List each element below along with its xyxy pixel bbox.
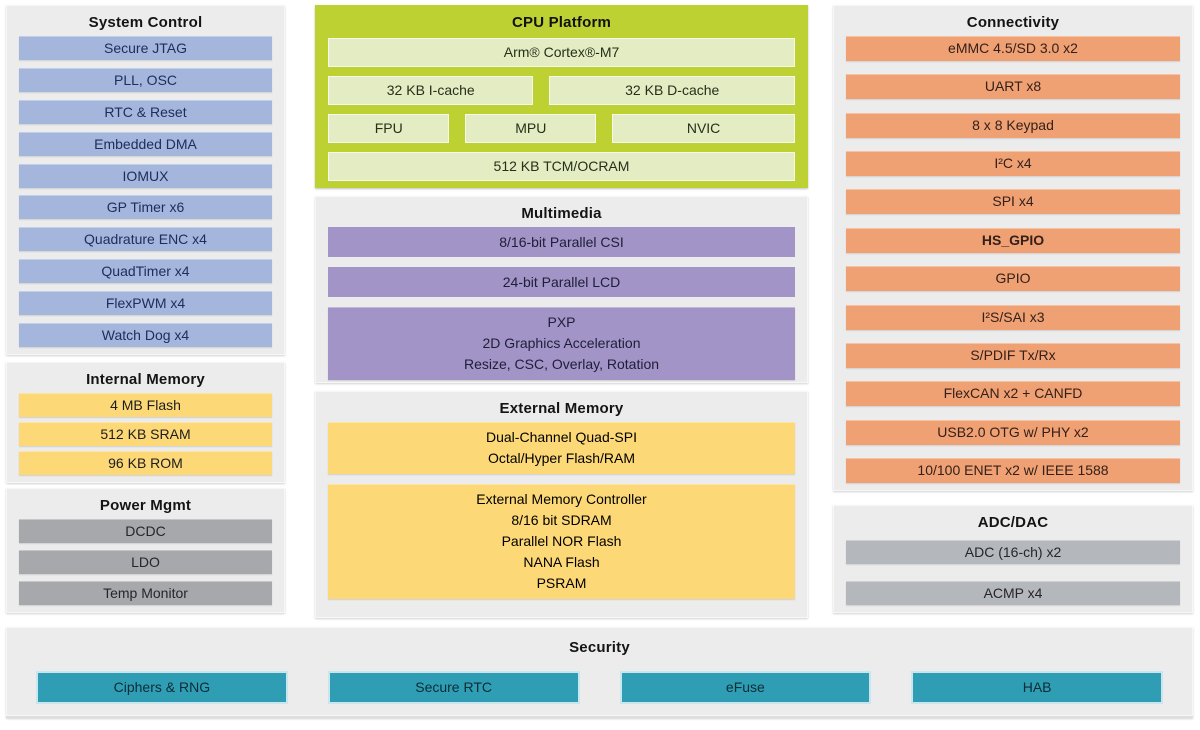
adc-dac-panel: ADC/DAC ADC (16-ch) x2 ACMP x4 — [833, 505, 1193, 613]
security-title: Security — [569, 639, 630, 656]
adc-dac-items: ADC (16-ch) x2 ACMP x4 — [841, 540, 1185, 605]
block-embedded-dma: Embedded DMA — [19, 131, 272, 156]
emc-line-2: 8/16 bit SDRAM — [511, 512, 612, 528]
block-iomux: IOMUX — [19, 163, 272, 188]
block-spi: SPI x4 — [846, 189, 1180, 215]
block-parallel-csi: 8/16-bit Parallel CSI — [328, 227, 795, 257]
block-ext-mem-controller: External Memory Controller 8/16 bit SDRA… — [328, 484, 795, 599]
block-ciphers-rng: Ciphers & RNG — [36, 671, 288, 704]
adc-dac-title: ADC/DAC — [977, 514, 1049, 531]
pxp-line-3: Resize, CSC, Overlay, Rotation — [463, 356, 660, 372]
internal-memory-panel: Internal Memory 4 MB Flash 512 KB SRAM 9… — [6, 362, 285, 483]
cpu-platform-title: CPU Platform — [511, 14, 612, 31]
pxp-line-2: 2D Graphics Acceleration — [482, 335, 641, 351]
block-i2s-sai: I²S/SAI x3 — [846, 304, 1180, 330]
block-dcache: 32 KB D-cache — [549, 76, 795, 105]
emc-line-1: External Memory Controller — [476, 491, 647, 507]
external-memory-panel: External Memory Dual-Channel Quad-SPI Oc… — [315, 391, 808, 618]
internal-memory-items: 4 MB Flash 512 KB SRAM 96 KB ROM — [14, 393, 277, 475]
block-temp-monitor: Temp Monitor — [19, 581, 272, 605]
emc-line-3: Parallel NOR Flash — [501, 533, 622, 549]
block-keypad: 8 x 8 Keypad — [846, 112, 1180, 138]
connectivity-items: eMMC 4.5/SD 3.0 x2 UART x8 8 x 8 Keypad … — [841, 36, 1185, 483]
block-hs-gpio: HS_GPIO — [846, 227, 1180, 253]
emc-line-5: PSRAM — [536, 575, 587, 591]
multimedia-panel: Multimedia 8/16-bit Parallel CSI 24-bit … — [315, 196, 808, 383]
block-uart: UART x8 — [846, 74, 1180, 100]
cpu-platform-panel: CPU Platform Arm® Cortex®-M7 32 KB I-cac… — [315, 5, 808, 188]
pxp-line-1: PXP — [547, 314, 576, 330]
block-secure-jtag: Secure JTAG — [19, 36, 272, 60]
security-panel: Security Ciphers & RNG Secure RTC eFuse … — [6, 627, 1193, 718]
block-flexpwm: FlexPWM x4 — [19, 291, 272, 315]
emc-line-4: NANA Flash — [523, 554, 600, 570]
block-hab: HAB — [911, 671, 1163, 704]
block-i2c: I²C x4 — [846, 151, 1180, 177]
internal-memory-title: Internal Memory — [86, 371, 205, 388]
block-flash: 4 MB Flash — [19, 393, 272, 417]
block-quad-spi: Dual-Channel Quad-SPI Octal/Hyper Flash/… — [328, 422, 795, 474]
block-nvic: NVIC — [612, 114, 795, 143]
quad-spi-line-1: Dual-Channel Quad-SPI — [486, 429, 637, 445]
system-control-items: Secure JTAG PLL, OSC RTC & Reset Embedde… — [14, 36, 277, 347]
power-mgmt-title: Power Mgmt — [99, 497, 192, 514]
connectivity-panel: Connectivity eMMC 4.5/SD 3.0 x2 UART x8 … — [833, 5, 1193, 491]
power-mgmt-items: DCDC LDO Temp Monitor — [14, 519, 277, 605]
block-adc: ADC (16-ch) x2 — [846, 540, 1180, 564]
block-sram: 512 KB SRAM — [19, 422, 272, 446]
cpu-cache-row: 32 KB I-cache 32 KB D-cache — [328, 76, 795, 105]
block-acmp: ACMP x4 — [846, 581, 1180, 605]
block-parallel-lcd: 24-bit Parallel LCD — [328, 267, 795, 297]
block-emmc-sd: eMMC 4.5/SD 3.0 x2 — [846, 36, 1180, 61]
block-ldo: LDO — [19, 550, 272, 574]
block-mpu: MPU — [465, 114, 597, 143]
block-gpio: GPIO — [846, 266, 1180, 292]
external-memory-title: External Memory — [499, 400, 624, 417]
security-items: Ciphers & RNG Secure RTC eFuse HAB — [14, 661, 1185, 704]
block-flexcan: FlexCAN x2 + CANFD — [846, 381, 1180, 407]
block-fpu: FPU — [328, 114, 450, 143]
block-usb-otg: USB2.0 OTG w/ PHY x2 — [846, 419, 1180, 445]
cpu-units-row: FPU MPU NVIC — [328, 114, 795, 143]
block-quadrature-enc: Quadrature ENC x4 — [19, 227, 272, 252]
block-icache: 32 KB I-cache — [328, 76, 534, 105]
block-quadtimer: QuadTimer x4 — [19, 259, 272, 284]
power-mgmt-panel: Power Mgmt DCDC LDO Temp Monitor — [6, 488, 285, 613]
block-watchdog: Watch Dog x4 — [19, 322, 272, 347]
block-gp-timer: GP Timer x6 — [19, 195, 272, 220]
block-cortex-m7: Arm® Cortex®-M7 — [328, 38, 795, 67]
block-rom: 96 KB ROM — [19, 451, 272, 475]
block-spdif: S/PDIF Tx/Rx — [846, 342, 1180, 368]
connectivity-title: Connectivity — [966, 14, 1060, 31]
block-dcdc: DCDC — [19, 519, 272, 543]
block-pll-osc: PLL, OSC — [19, 67, 272, 92]
quad-spi-line-2: Octal/Hyper Flash/RAM — [487, 450, 636, 466]
block-rtc-reset: RTC & Reset — [19, 99, 272, 124]
system-control-panel: System Control Secure JTAG PLL, OSC RTC … — [6, 5, 285, 355]
block-enet: 10/100 ENET x2 w/ IEEE 1588 — [846, 457, 1180, 483]
block-secure-rtc: Secure RTC — [327, 671, 580, 704]
system-control-title: System Control — [88, 14, 203, 31]
multimedia-title: Multimedia — [521, 205, 602, 222]
block-tcm-ocram: 512 KB TCM/OCRAM — [328, 152, 795, 181]
block-efuse: eFuse — [619, 671, 872, 704]
block-pxp: PXP 2D Graphics Acceleration Resize, CSC… — [328, 307, 795, 380]
cpu-platform-rows: Arm® Cortex®-M7 32 KB I-cache 32 KB D-ca… — [328, 38, 795, 181]
